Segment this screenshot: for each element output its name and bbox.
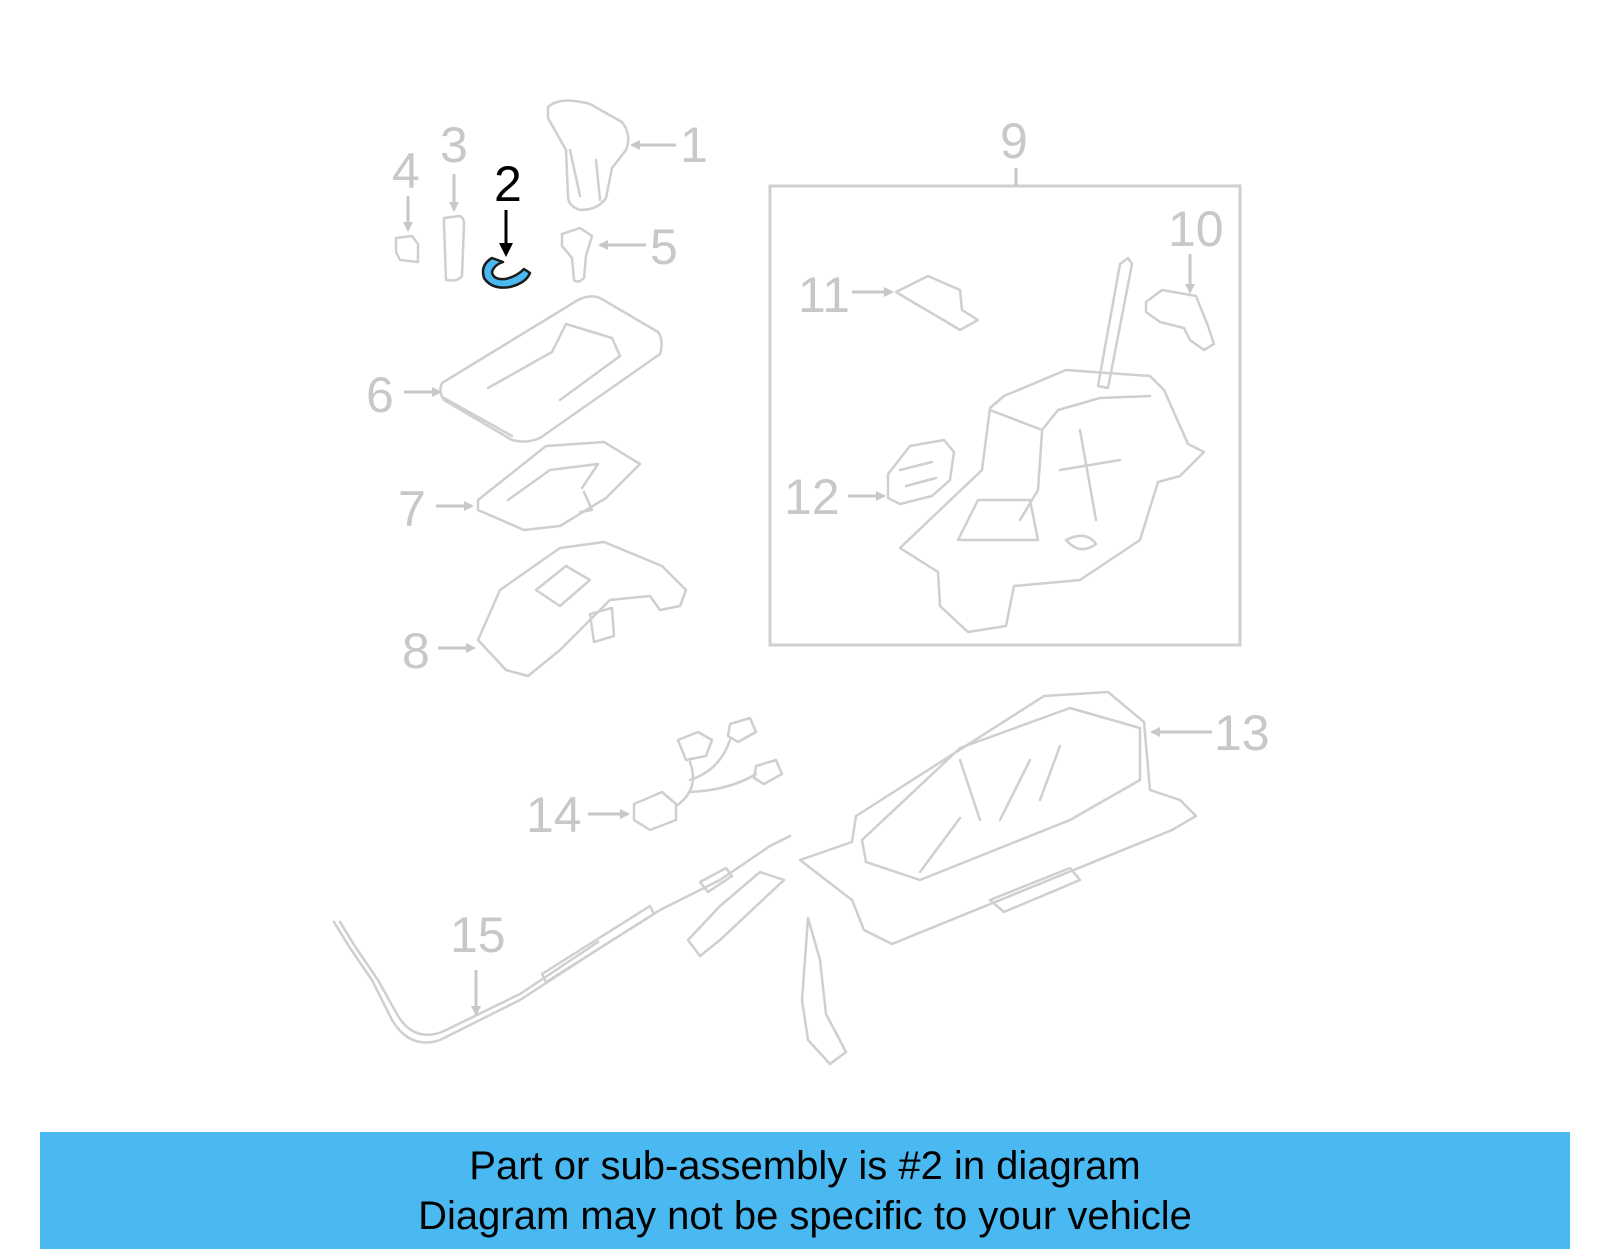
callout-15[interactable]: 15 (450, 907, 506, 963)
banner-line-part: Part or sub-assembly is #2 in diagram (469, 1143, 1141, 1188)
part-3-strip[interactable] (442, 214, 466, 282)
callout-5[interactable]: 5 (650, 219, 678, 275)
banner-line-disclaimer: Diagram may not be specific to your vehi… (418, 1193, 1192, 1238)
info-banner: Part or sub-assembly is #2 in diagram Di… (40, 1132, 1570, 1249)
part-12-switch[interactable] (886, 438, 956, 506)
callout-13[interactable]: 13 (1214, 705, 1270, 761)
part-7-cover-plate[interactable] (476, 440, 642, 532)
part-6-indicator-panel[interactable] (439, 295, 663, 443)
callout-11[interactable]: 11 (798, 267, 850, 323)
part-11-bracket[interactable] (894, 274, 980, 332)
part-1-shift-knob[interactable] (546, 99, 630, 212)
callout-1[interactable]: 1 (680, 117, 708, 173)
callout-8[interactable]: 8 (402, 623, 430, 679)
callout-9[interactable]: 9 (1000, 113, 1028, 169)
callout-12[interactable]: 12 (784, 469, 840, 525)
part-14-harness[interactable] (632, 716, 784, 832)
callout-6[interactable]: 6 (366, 367, 394, 423)
callout-4[interactable]: 4 (392, 143, 420, 199)
callout-14[interactable]: 14 (526, 787, 582, 843)
part-4-plate[interactable] (394, 234, 420, 264)
part-5-button[interactable] (560, 226, 594, 283)
callout-2[interactable]: 2 (494, 156, 522, 212)
part-8-bracket[interactable] (476, 540, 688, 678)
part-13-console-base[interactable] (798, 690, 1198, 946)
callout-7[interactable]: 7 (398, 481, 426, 537)
callout-10[interactable]: 10 (1168, 201, 1224, 257)
part-15-cable[interactable] (332, 834, 848, 1066)
part-9-shifter-assembly[interactable] (768, 184, 1242, 647)
part-10-bracket[interactable] (1144, 288, 1216, 352)
callout-3[interactable]: 3 (440, 117, 468, 173)
part-2-clip[interactable] (481, 256, 532, 289)
